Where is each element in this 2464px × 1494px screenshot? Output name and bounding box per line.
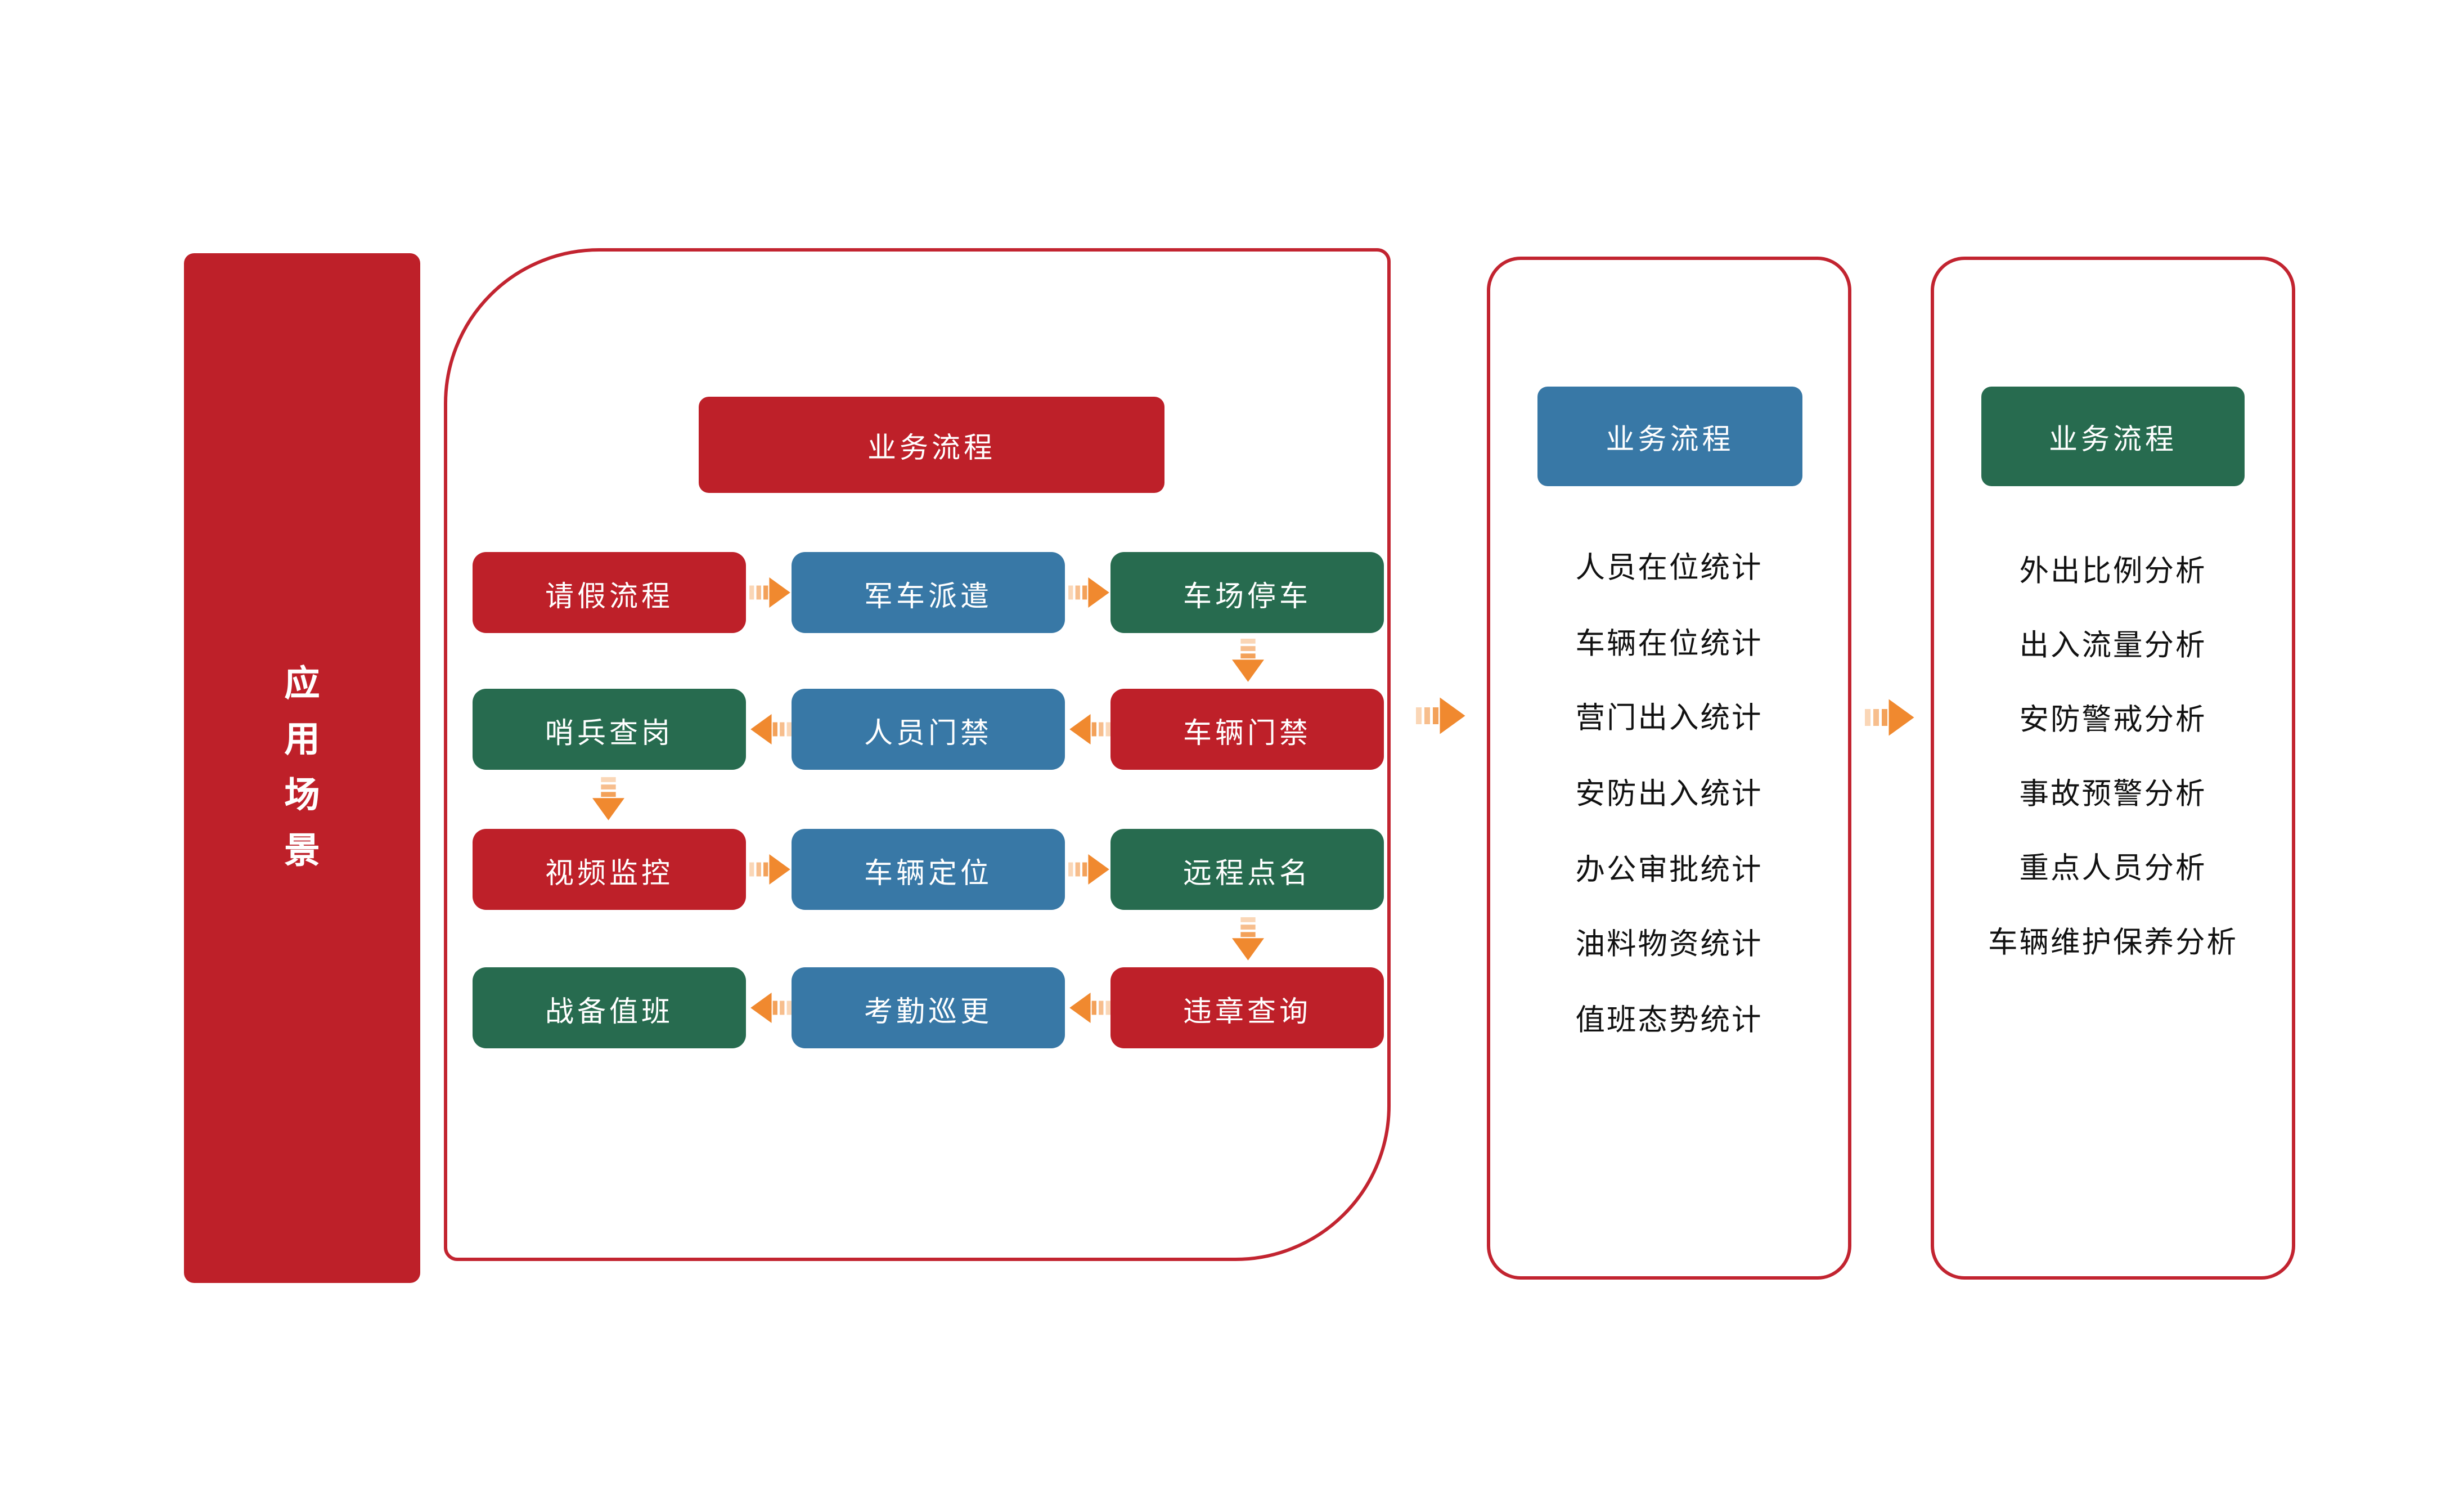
flow-arrow-right-icon [1068,854,1110,885]
flow-arrow-left-icon [1068,993,1110,1023]
flow-cell-parking-lot: 车场停车 [1110,552,1384,633]
statistics-item: 油料物资统计 [1575,927,1763,961]
sidebar-title-char: 应 [284,665,320,704]
analysis-item: 安防警戒分析 [2019,701,2207,735]
flow-cell-vehicle-access-control: 车辆门禁 [1110,689,1384,770]
flow-cell-vehicle-positioning: 车辆定位 [792,829,1065,910]
flow-cell-personnel-access-control: 人员门禁 [792,689,1065,770]
flow-cell-leave-request: 请假流程 [473,552,746,633]
analysis-item: 重点人员分析 [2019,850,2207,884]
flow-arrow-right-icon [749,854,792,885]
panel-connector-arrow-icon [1416,697,1467,734]
flow-cell-sentry-inspection: 哨兵查岗 [473,689,746,770]
statistics-item: 值班态势统计 [1575,1002,1763,1037]
statistics-list: 人员在位统计 车辆在位统计 营门出入统计 安防出入统计 办公审批统计 油料物资统… [1487,528,1851,1056]
analysis-panel-header: 业务流程 [1981,387,2245,486]
flow-cell-violation-query: 违章查询 [1110,967,1384,1048]
flow-cell-remote-rollcall: 远程点名 [1110,829,1384,910]
flow-arrow-down-icon [1232,638,1264,684]
sidebar-title-char: 景 [284,832,320,871]
flow-arrow-down-icon [592,777,624,822]
analysis-item: 车辆维护保养分析 [1988,924,2238,958]
flow-cell-combat-readiness-duty: 战备值班 [473,967,746,1048]
statistics-item: 安防出入统计 [1575,776,1763,810]
analysis-item: 事故预警分析 [2019,775,2207,810]
sidebar-title-char: 场 [284,777,320,815]
business-flow-header: 业务流程 [699,397,1164,493]
flow-cell-video-surveillance: 视频监控 [473,829,746,910]
flow-arrow-right-icon [749,577,792,608]
statistics-panel-header: 业务流程 [1537,387,1802,486]
panel-connector-arrow-icon [1865,699,1916,736]
analysis-list: 外出比例分析 出入流量分析 安防警戒分析 事故预警分析 重点人员分析 车辆维护保… [1931,532,2295,977]
sidebar-application-scenarios: 应 用 场 景 [184,253,420,1283]
statistics-item: 营门出入统计 [1575,701,1763,735]
flow-cell-attendance-patrol: 考勤巡更 [792,967,1065,1048]
statistics-item: 人员在位统计 [1575,550,1763,584]
flow-cell-military-vehicle-dispatch: 军车派遣 [792,552,1065,633]
flow-arrow-left-icon [749,714,792,744]
flow-arrow-left-icon [1068,714,1110,744]
statistics-item: 车辆在位统计 [1575,625,1763,659]
analysis-item: 出入流量分析 [2019,627,2207,661]
flow-arrow-left-icon [749,993,792,1023]
sidebar-title-char: 用 [284,721,320,760]
flow-arrow-down-icon [1232,917,1264,962]
flow-arrow-right-icon [1068,577,1110,608]
analysis-item: 外出比例分析 [2019,553,2207,587]
statistics-item: 办公审批统计 [1575,851,1763,886]
